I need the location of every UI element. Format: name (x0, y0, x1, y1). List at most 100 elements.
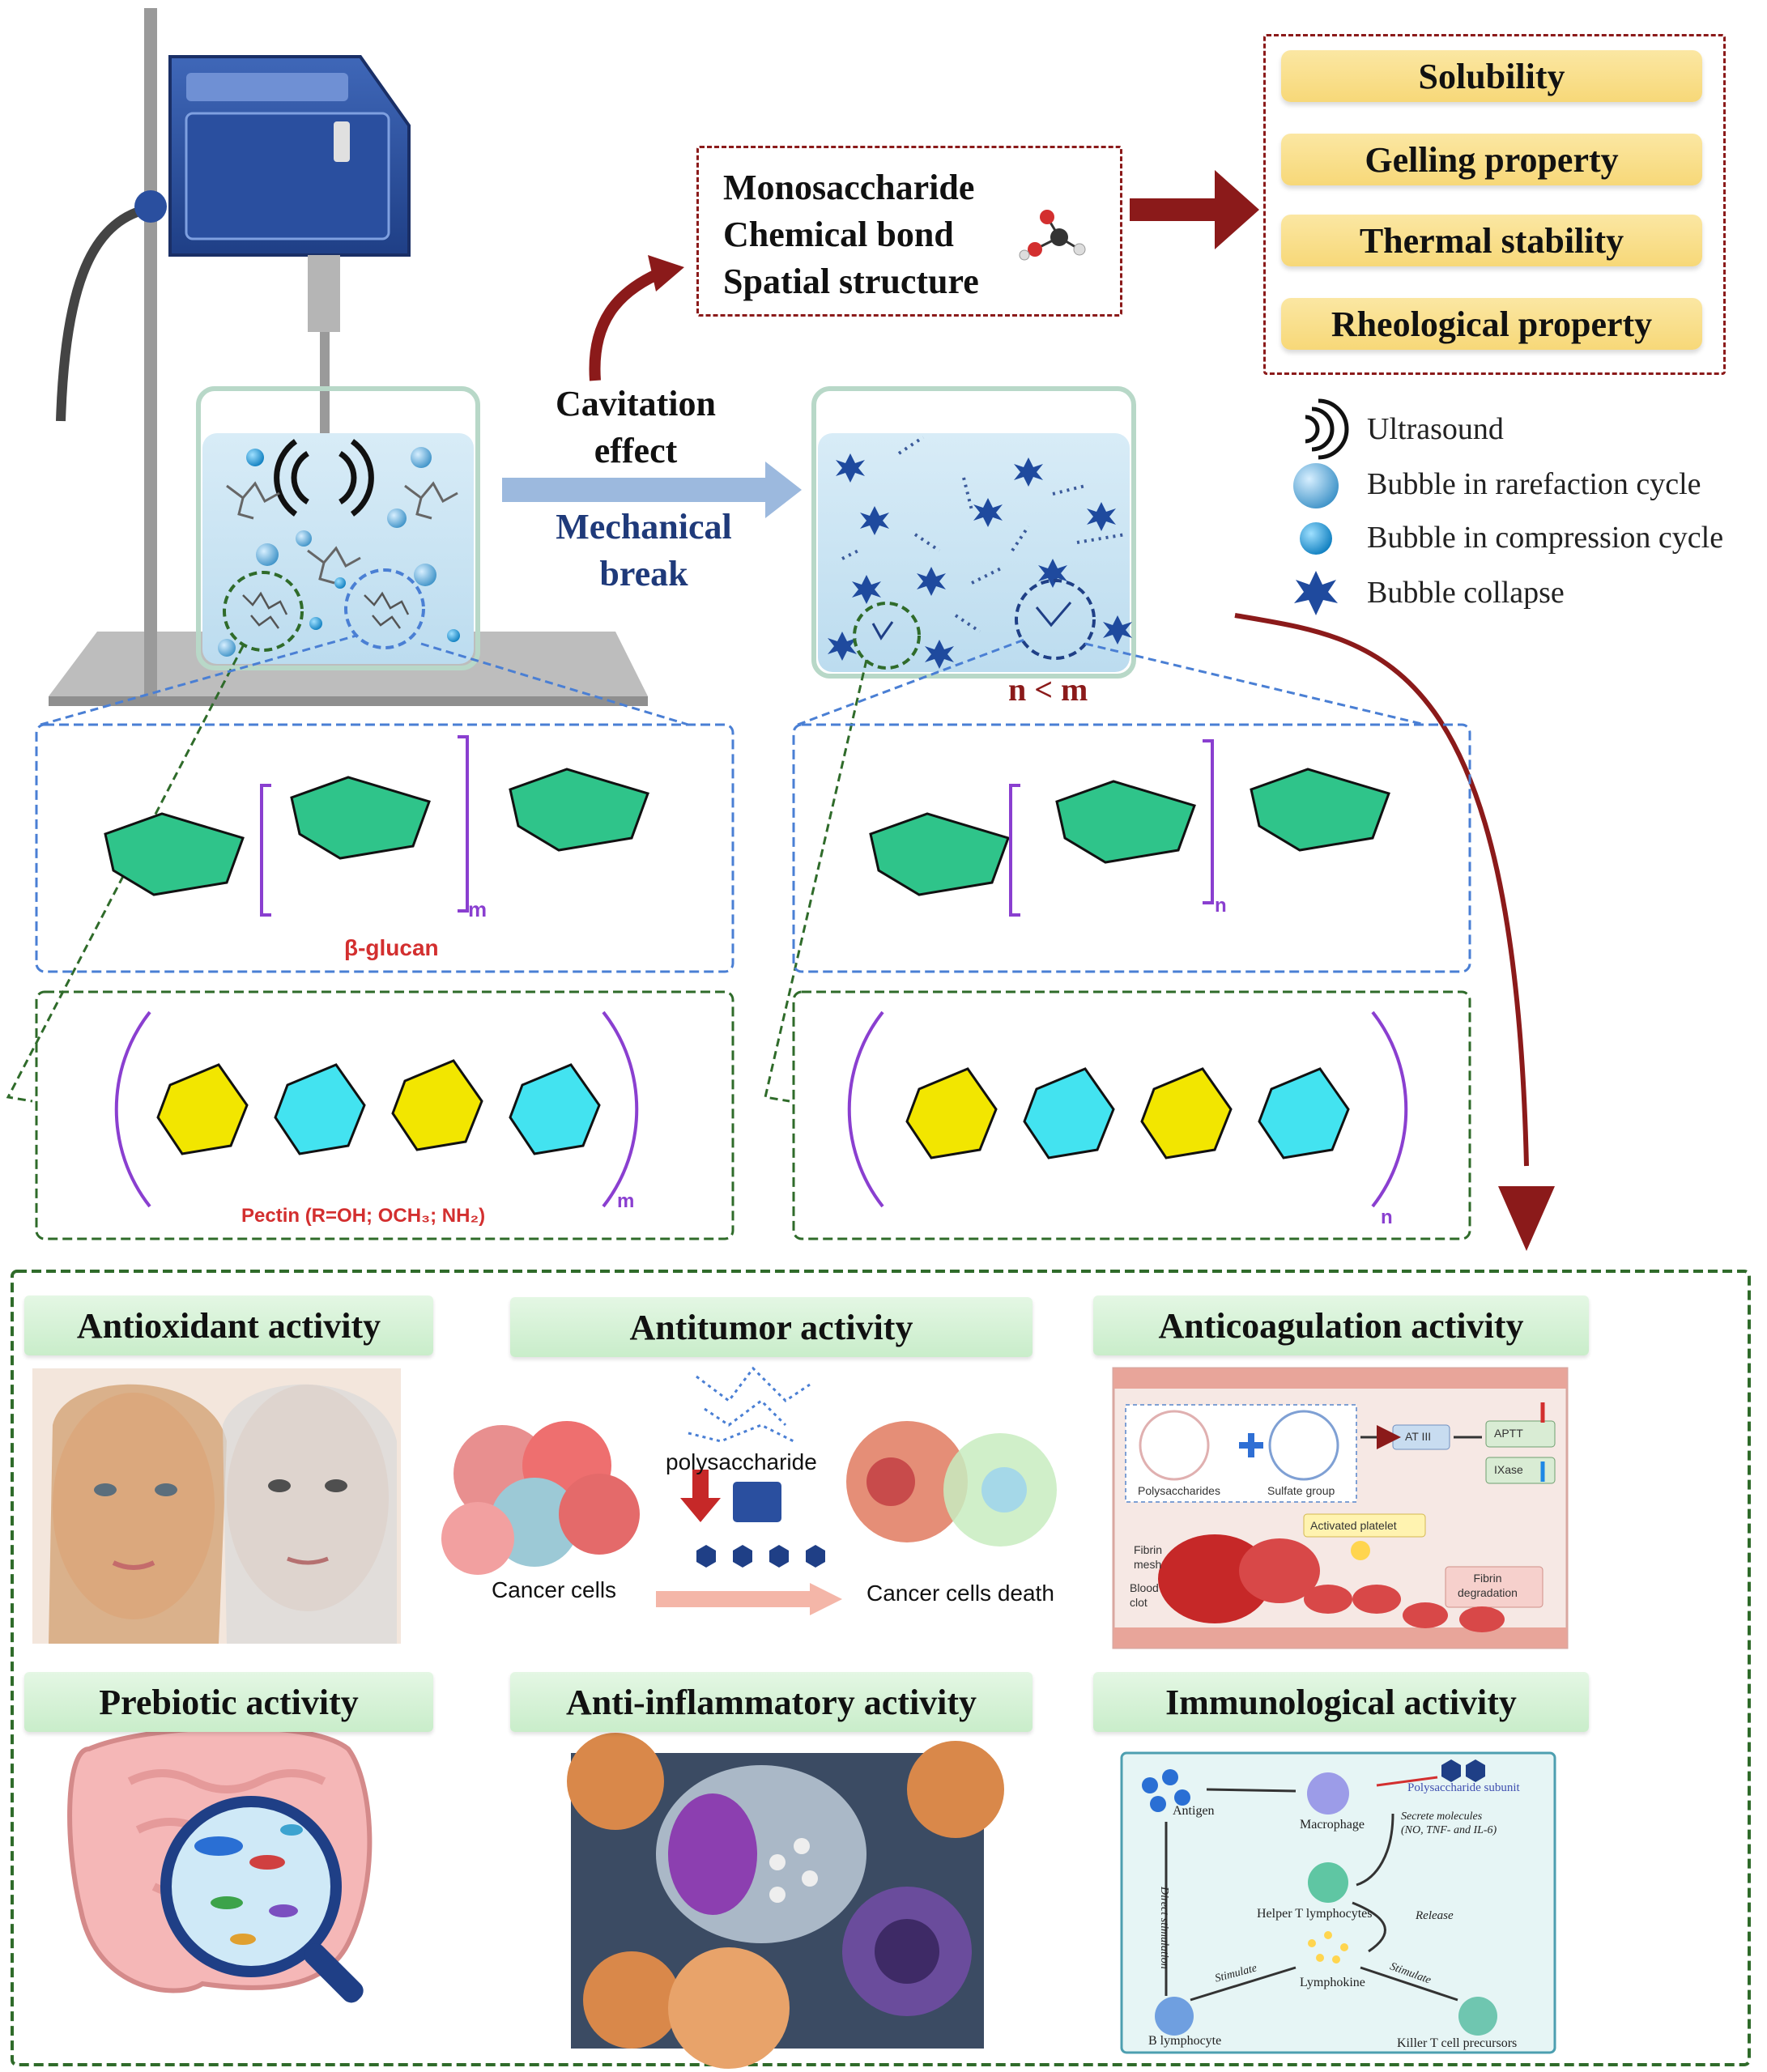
glucan-brackets-left (260, 735, 469, 917)
connector-glucan-right-2 (797, 638, 1025, 726)
antitumor-illustration (441, 1366, 1057, 1615)
anticoagulation-illustration (1112, 1367, 1569, 1649)
ixase-label: IXase (1494, 1463, 1523, 1476)
secrete-molecules-label: Secrete molecules (NO, TNF- and IL-6) (1401, 1810, 1497, 1836)
repeat-n-pectin: n (1381, 1206, 1393, 1228)
lymphokine-label: Lymphokine (1300, 1976, 1365, 1989)
aptt-label: APTT (1494, 1427, 1523, 1440)
property-solubility: Solubility (1281, 50, 1702, 102)
connector-glucan-left (420, 642, 689, 726)
glucan-rings-left (104, 768, 649, 896)
pectin-after-box (792, 990, 1471, 1240)
pectin-brackets-right (847, 1010, 1408, 1208)
at3-label: AT III (1405, 1430, 1432, 1443)
stand-pole (144, 8, 157, 696)
n-less-than-m-label: n < m (1008, 671, 1088, 708)
arrow-to-structure (589, 266, 666, 381)
zoom-circle-glucan-after (1015, 579, 1096, 660)
polysaccharide-chains-left (226, 481, 458, 585)
fibrin-mesh-label: Fibrin mesh (1134, 1543, 1163, 1571)
beaker-before (196, 386, 480, 670)
pectin-brackets-left (114, 1010, 639, 1208)
arrow-to-properties (1130, 170, 1259, 249)
legend-compression: Bubble in compression cycle (1367, 521, 1724, 555)
activities-box (11, 1270, 1751, 2066)
cancer-cells-death-label: Cancer cells death (866, 1581, 1054, 1606)
pectin-rings-right (905, 1067, 1350, 1159)
polysaccharides-label: Polysaccharides (1138, 1484, 1220, 1497)
tangle-in-circles-left (242, 591, 410, 629)
fragmented-chains-right (841, 436, 1126, 633)
properties-box (1263, 34, 1726, 375)
structure-box: Monosaccharide Chemical bond Spatial str… (696, 146, 1122, 317)
polysaccharide-label: polysaccharide (666, 1449, 817, 1474)
antitumor-activity-header: Antitumor activity (510, 1297, 1033, 1357)
activated-platelet-label: Activated platelet (1310, 1519, 1397, 1532)
repeat-n-glucan: n (1215, 895, 1227, 917)
release-label: Release (1416, 1909, 1454, 1922)
anti-inflammatory-image (567, 1733, 1004, 2069)
property-thermal-stability: Thermal stability (1281, 215, 1702, 266)
pectin-label: Pectin (R=OH; OCH₃; NH₂) (241, 1205, 486, 1227)
glucan-rings-right (869, 768, 1390, 896)
zoom-circle-glucan-before (344, 568, 425, 649)
direct-stimulation-label: Direct stimulation (1158, 1887, 1170, 1969)
glucan-before-box (35, 723, 734, 973)
power-cable (56, 206, 143, 422)
anti-inflammatory-activity-header: Anti-inflammatory activity (510, 1672, 1033, 1732)
immunological-activity-header: Immunological activity (1093, 1672, 1589, 1732)
ultrasonic-processor-icon (134, 55, 411, 494)
molecule-bond-icon (1019, 210, 1086, 261)
legend-collapse: Bubble collapse (1367, 576, 1565, 610)
immunological-illustration (1120, 1751, 1556, 2054)
structure-item-chemical-bond: Chemical bond (723, 215, 954, 254)
antioxidant-faces-image (32, 1368, 401, 1644)
anticoagulation-activity-header: Anticoagulation activity (1093, 1296, 1589, 1355)
connector-glucan-right (1084, 642, 1426, 726)
structure-item-monosaccharide: Monosaccharide (723, 168, 975, 207)
prebiotic-activity-header: Prebiotic activity (24, 1672, 433, 1732)
prebiotic-gut-illustration (67, 1725, 373, 2003)
legend-ultrasound-icon (1305, 398, 1349, 460)
connector-pectin-right (764, 659, 868, 1103)
connector-pectin-left (6, 645, 245, 1103)
blood-clot-label: Blood clot (1130, 1581, 1159, 1609)
zoom-circle-pectin-after (853, 602, 921, 670)
pectin-before-box (35, 990, 734, 1240)
glucan-brackets-right (1009, 739, 1214, 917)
property-rheological: Rheological property (1281, 298, 1702, 350)
sulfate-group-label: Sulfate group (1267, 1484, 1335, 1497)
glucan-after-box (792, 723, 1471, 973)
legend-ultrasound: Ultrasound (1367, 412, 1504, 446)
connector-glucan-left-2 (40, 634, 357, 726)
macrophage-label: Macrophage (1300, 1818, 1365, 1832)
zoom-circle-pectin-before (223, 571, 304, 652)
process-arrow (502, 462, 802, 518)
arrow-to-activities (1234, 613, 1529, 1167)
antioxidant-activity-header: Antioxidant activity (24, 1296, 433, 1355)
helper-t-label: Helper T lymphocytes (1257, 1907, 1373, 1921)
bubbles-left (218, 447, 460, 657)
pectin-rings-left (156, 1059, 601, 1155)
arrow-to-structure-head (648, 255, 684, 291)
ultrasound-wave-icon (274, 439, 374, 517)
bubble-collapse-stars (828, 453, 1132, 669)
mechanical-break-label: Mechanical break (556, 507, 732, 594)
beaker-after (811, 386, 1136, 679)
repeat-m-glucan: m (468, 897, 488, 921)
legend-rarefaction-bubble-icon (1293, 463, 1339, 508)
cavitation-effect-label: Cavitation effect (556, 384, 716, 470)
legend-rarefaction: Bubble in rarefaction cycle (1367, 467, 1701, 501)
repeat-m-pectin: m (617, 1190, 635, 1212)
structure-item-spatial-structure: Spatial structure (723, 262, 979, 301)
polysaccharide-subunit-label: Polysaccharide subunit (1407, 1781, 1520, 1794)
fragments-in-circles-right (871, 602, 1072, 640)
legend-collapse-star-icon (1294, 571, 1338, 615)
arrow-to-activities-head (1498, 1186, 1555, 1251)
killer-t-label: Killer T cell precursors (1397, 2036, 1518, 2050)
fibrin-degradation-label: Fibrin degradation (1458, 1572, 1518, 1599)
legend-compression-bubble-icon (1300, 522, 1332, 555)
b-lymphocyte-label: B lymphocyte (1148, 2034, 1222, 2048)
property-gelling: Gelling property (1281, 134, 1702, 185)
